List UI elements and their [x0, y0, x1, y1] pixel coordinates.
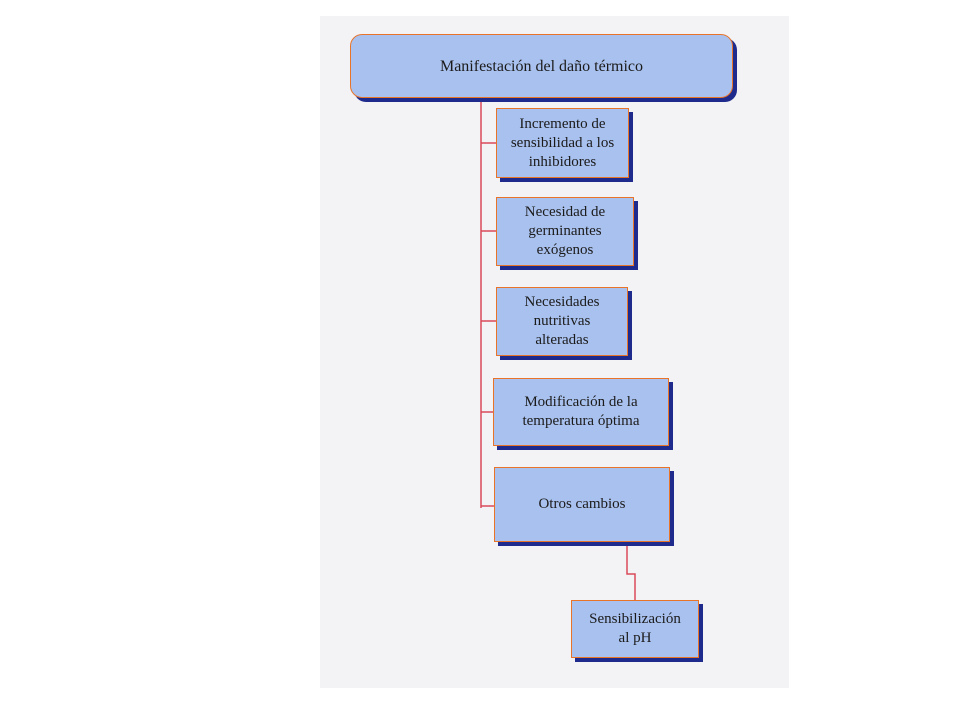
child-node-1: Incremento de sensibilidad a los inhibid… — [496, 108, 629, 178]
grandchild-node: Sensibilización al pH — [571, 600, 699, 658]
child-node-label: Modificación de la temperatura óptima — [522, 394, 640, 429]
root-node-label: Manifestación del daño térmico — [439, 57, 644, 75]
child-node-label: Necesidad de germinantes exógenos — [524, 204, 606, 258]
grandchild-connector — [626, 542, 636, 600]
grandchild-node-label: Sensibilización al pH — [589, 611, 681, 646]
child-node-label: Incremento de sensibilidad a los inhibid… — [510, 115, 615, 170]
child-node-2: Necesidad de germinantes exógenos — [496, 197, 634, 266]
child-node-3: Necesidades nutritivas alteradas — [496, 287, 628, 356]
child-node-5: Otros cambios — [494, 467, 670, 542]
root-node: Manifestación del daño térmico — [350, 34, 733, 98]
child-node-label: Otros cambios — [538, 496, 626, 512]
child-node-label: Necesidades nutritivas alteradas — [524, 294, 600, 348]
child-node-4: Modificación de la temperatura óptima — [493, 378, 669, 446]
